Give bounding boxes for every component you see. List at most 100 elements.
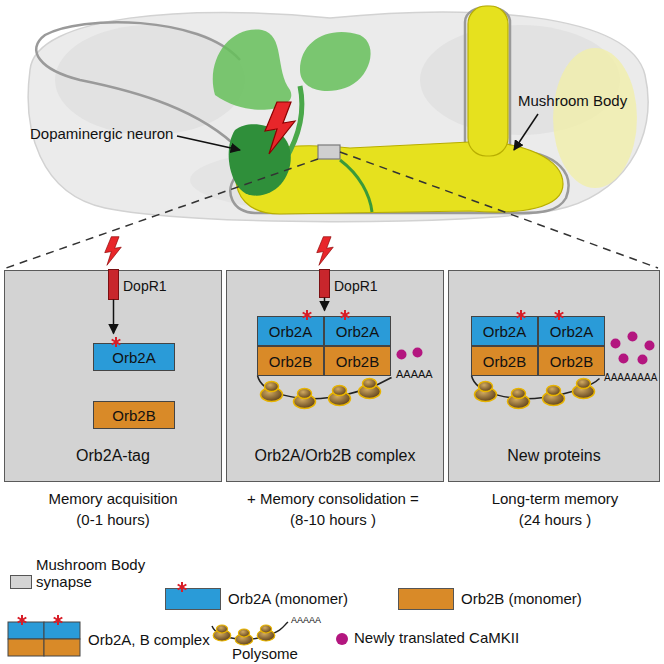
mushroom-body-vertical-lobe (468, 6, 508, 156)
receptor-label: DopR1 (123, 278, 167, 294)
red-star (18, 618, 27, 623)
box-label: Orb2A (336, 323, 379, 340)
red-star (515, 309, 527, 321)
legend-complex-icon (8, 615, 80, 656)
stage-time: (8-10 hours ) (290, 511, 376, 528)
box-label: Orb2B (483, 353, 526, 370)
box-label: Orb2B (336, 353, 379, 370)
lightning-bolt (317, 237, 334, 266)
stage-time: (24 hours ) (519, 511, 592, 528)
panel-caption: Orb2A/Orb2B complex (227, 447, 443, 465)
ribosome (508, 389, 530, 409)
ribosome (359, 379, 381, 399)
box-label: Orb2A (112, 349, 155, 366)
legend-polysome-icon (212, 622, 288, 645)
neuron-arbor (213, 30, 292, 110)
panel-drawing (258, 270, 423, 409)
stage-time: (0-1 hours) (76, 511, 149, 528)
red-star (339, 309, 351, 321)
ribosome (329, 386, 351, 406)
stage-panel: Orb2A-tag Orb2A Orb2B (4, 270, 222, 482)
leader-arrow (514, 114, 538, 150)
camkii-dot (619, 354, 629, 364)
dopr1-receptor (320, 270, 330, 298)
camkii-dot (645, 341, 655, 351)
red-star-ray (178, 585, 187, 590)
lightning-bolt (265, 102, 295, 154)
leader-arrow (177, 136, 240, 150)
camkii-dot (638, 355, 648, 365)
box-label: Orb2A (550, 323, 593, 340)
polya-tail: AAAAAAAA (604, 372, 657, 384)
red-star-ray (341, 313, 350, 318)
legend-text: Newly translated CaMKII (354, 629, 519, 646)
ribosome (475, 382, 497, 402)
orb2b-box: Orb2B (471, 346, 538, 376)
box-label: Orb2B (269, 353, 312, 370)
legend-swatch (165, 588, 221, 610)
zoom-line (340, 152, 658, 268)
stage-title: Long-term memory (492, 490, 619, 507)
red-star-ray (303, 313, 312, 318)
calyx-faint (553, 48, 637, 188)
red-star-ray (555, 313, 564, 318)
red-star (110, 336, 122, 348)
stage-title: + Memory consolidation = (247, 490, 419, 507)
panel-caption-text: New proteins (507, 447, 600, 465)
panel-caption: Orb2A-tag (5, 447, 221, 465)
red-star (18, 618, 27, 623)
red-star-ray (517, 313, 526, 318)
camkii-dot (397, 350, 407, 360)
orb2a-box: Orb2A (471, 316, 538, 346)
orb2b-box: Orb2B (93, 401, 175, 429)
box-label: Orb2B (550, 353, 593, 370)
red-star-ray (555, 313, 564, 318)
ribosome (543, 386, 565, 406)
red-star (176, 581, 188, 593)
camkii-dot (611, 339, 621, 349)
ribosome (257, 625, 275, 641)
polya-tail: AAAAA (291, 615, 321, 625)
signal-arrow (324, 298, 326, 311)
box-label: Orb2B (112, 407, 155, 424)
red-star-ray (112, 340, 121, 345)
red-star-ray (178, 585, 187, 590)
legend-orb2a-part (8, 622, 44, 639)
stage-title: Memory acquisition (48, 490, 177, 507)
signal-arrow (113, 300, 115, 334)
red-star (18, 615, 63, 625)
neuron-fiber (340, 160, 372, 212)
dopr1-receptor (109, 270, 119, 300)
ribosome (294, 389, 316, 409)
ribosome (261, 382, 283, 402)
camkii-dot (628, 332, 638, 342)
orb2b-box: Orb2B (257, 346, 324, 376)
panel-drawing (109, 270, 119, 334)
red-star-ray (341, 313, 350, 318)
legend-text: Polysome (232, 645, 298, 662)
synapse-box (318, 145, 340, 159)
box-label: Orb2A (483, 323, 526, 340)
panel-caption-text: Orb2A/Orb2B complex (255, 447, 416, 465)
orb2a-box: Orb2A (538, 316, 605, 346)
camkii-dot (413, 348, 423, 358)
red-star-ray (517, 313, 526, 318)
legend-text: Orb2B (monomer) (461, 590, 582, 607)
orb2b-box: Orb2B (324, 346, 391, 376)
legend-swatch (10, 575, 32, 589)
region-label: Dopaminergic neuron (30, 125, 173, 142)
orb2b-box: Orb2B (538, 346, 605, 376)
zoom-line (6, 159, 318, 268)
legend-orb2a-part (44, 622, 80, 639)
polya-tail: AAAAA (396, 368, 433, 381)
red-star (54, 618, 63, 623)
neuron-arbor (300, 32, 371, 91)
legend-swatch (336, 633, 348, 645)
box-label: Orb2A (269, 323, 312, 340)
lightning-bolt (105, 237, 122, 266)
ribosome (235, 629, 253, 645)
legend-orb2b-part (8, 639, 44, 656)
ribosome (213, 625, 231, 641)
legend-text: Orb2A (monomer) (228, 590, 348, 607)
orb2a-box: Orb2A (257, 316, 324, 346)
